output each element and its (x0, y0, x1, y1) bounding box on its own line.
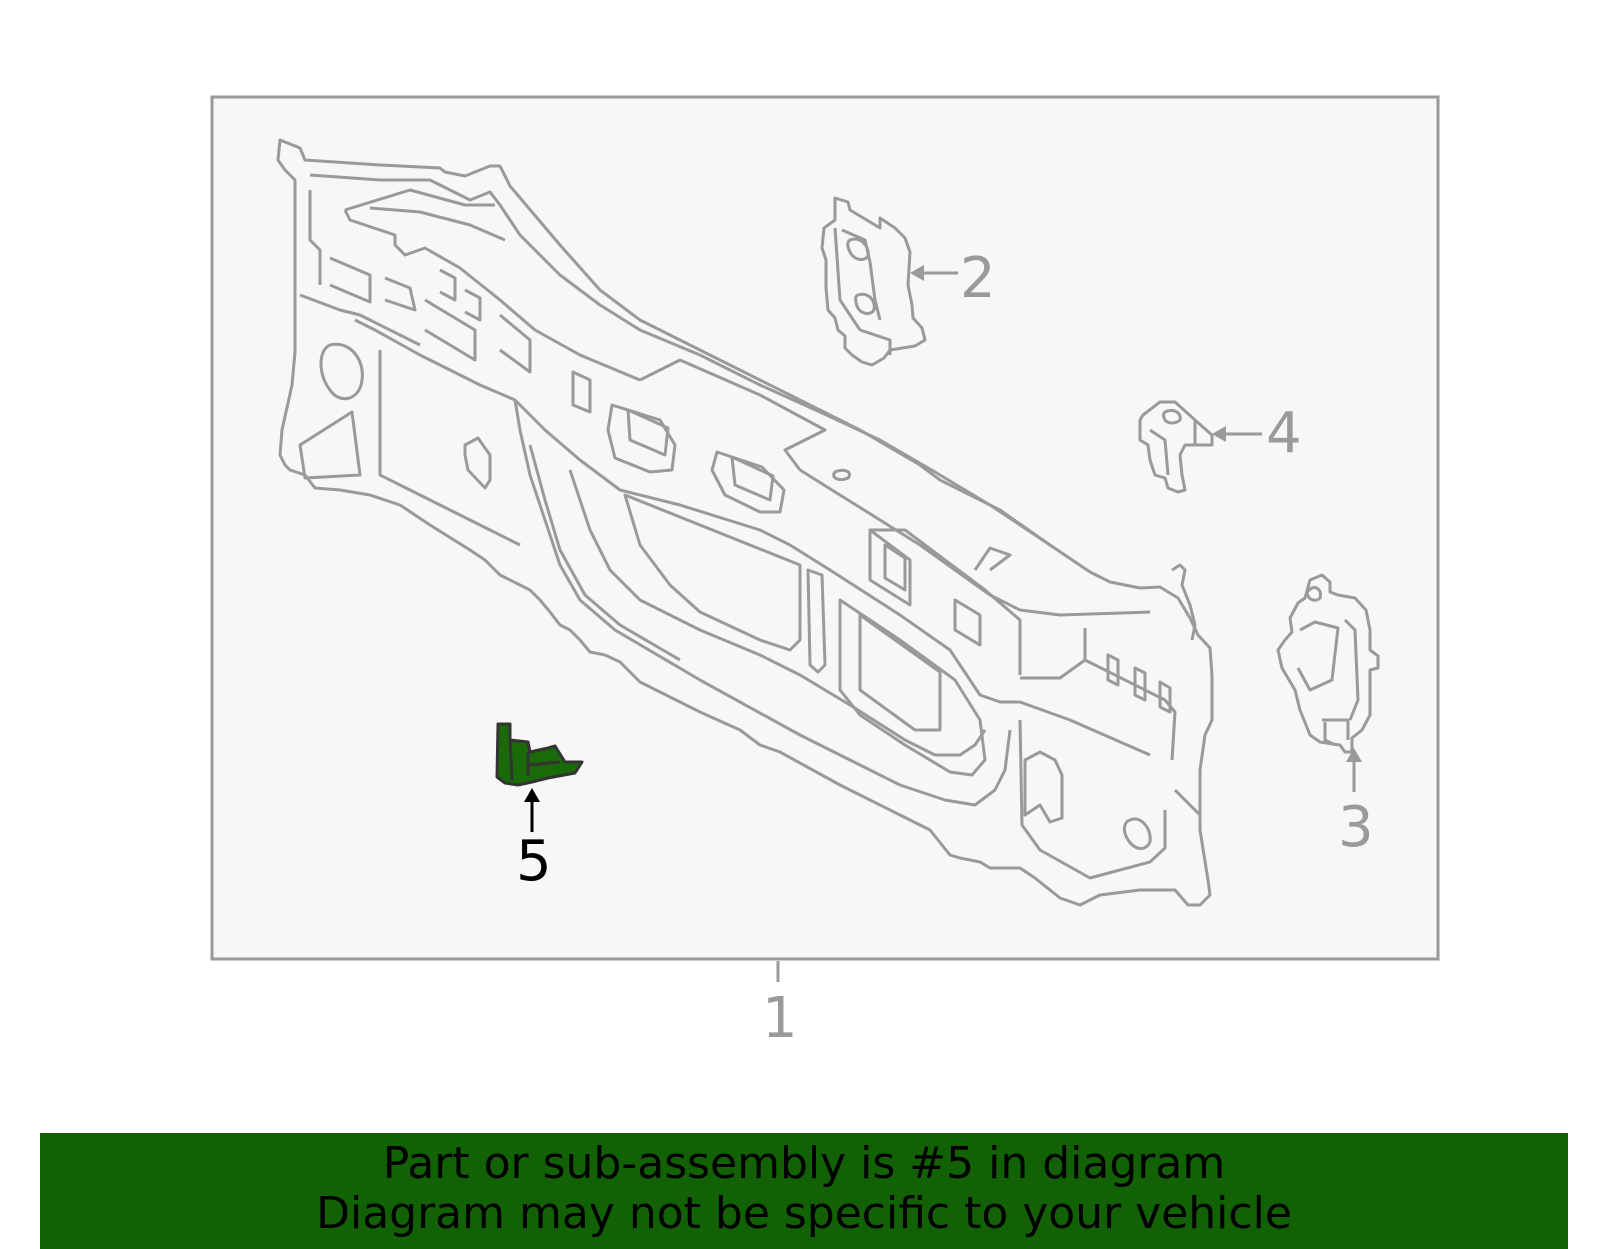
part-4-clip (1138, 400, 1214, 494)
part-1-rear-panel (276, 138, 1214, 907)
callout-3: 3 (1338, 795, 1374, 860)
part-5-highlighted (495, 722, 584, 787)
part-3-bracket (1276, 573, 1380, 754)
callout-1: 1 (762, 986, 798, 1051)
callout-4: 4 (1266, 401, 1302, 466)
leader-lines (524, 265, 1362, 982)
banner-line-2: Diagram may not be specific to your vehi… (316, 1188, 1292, 1239)
callout-5: 5 (516, 829, 552, 894)
info-banner: Part or sub-assembly is #5 in diagram Di… (40, 1133, 1568, 1249)
banner-line-1: Part or sub-assembly is #5 in diagram (382, 1138, 1226, 1189)
callout-2: 2 (960, 246, 996, 311)
diagram-frame (210, 95, 1440, 961)
part-2-bracket (820, 196, 927, 367)
